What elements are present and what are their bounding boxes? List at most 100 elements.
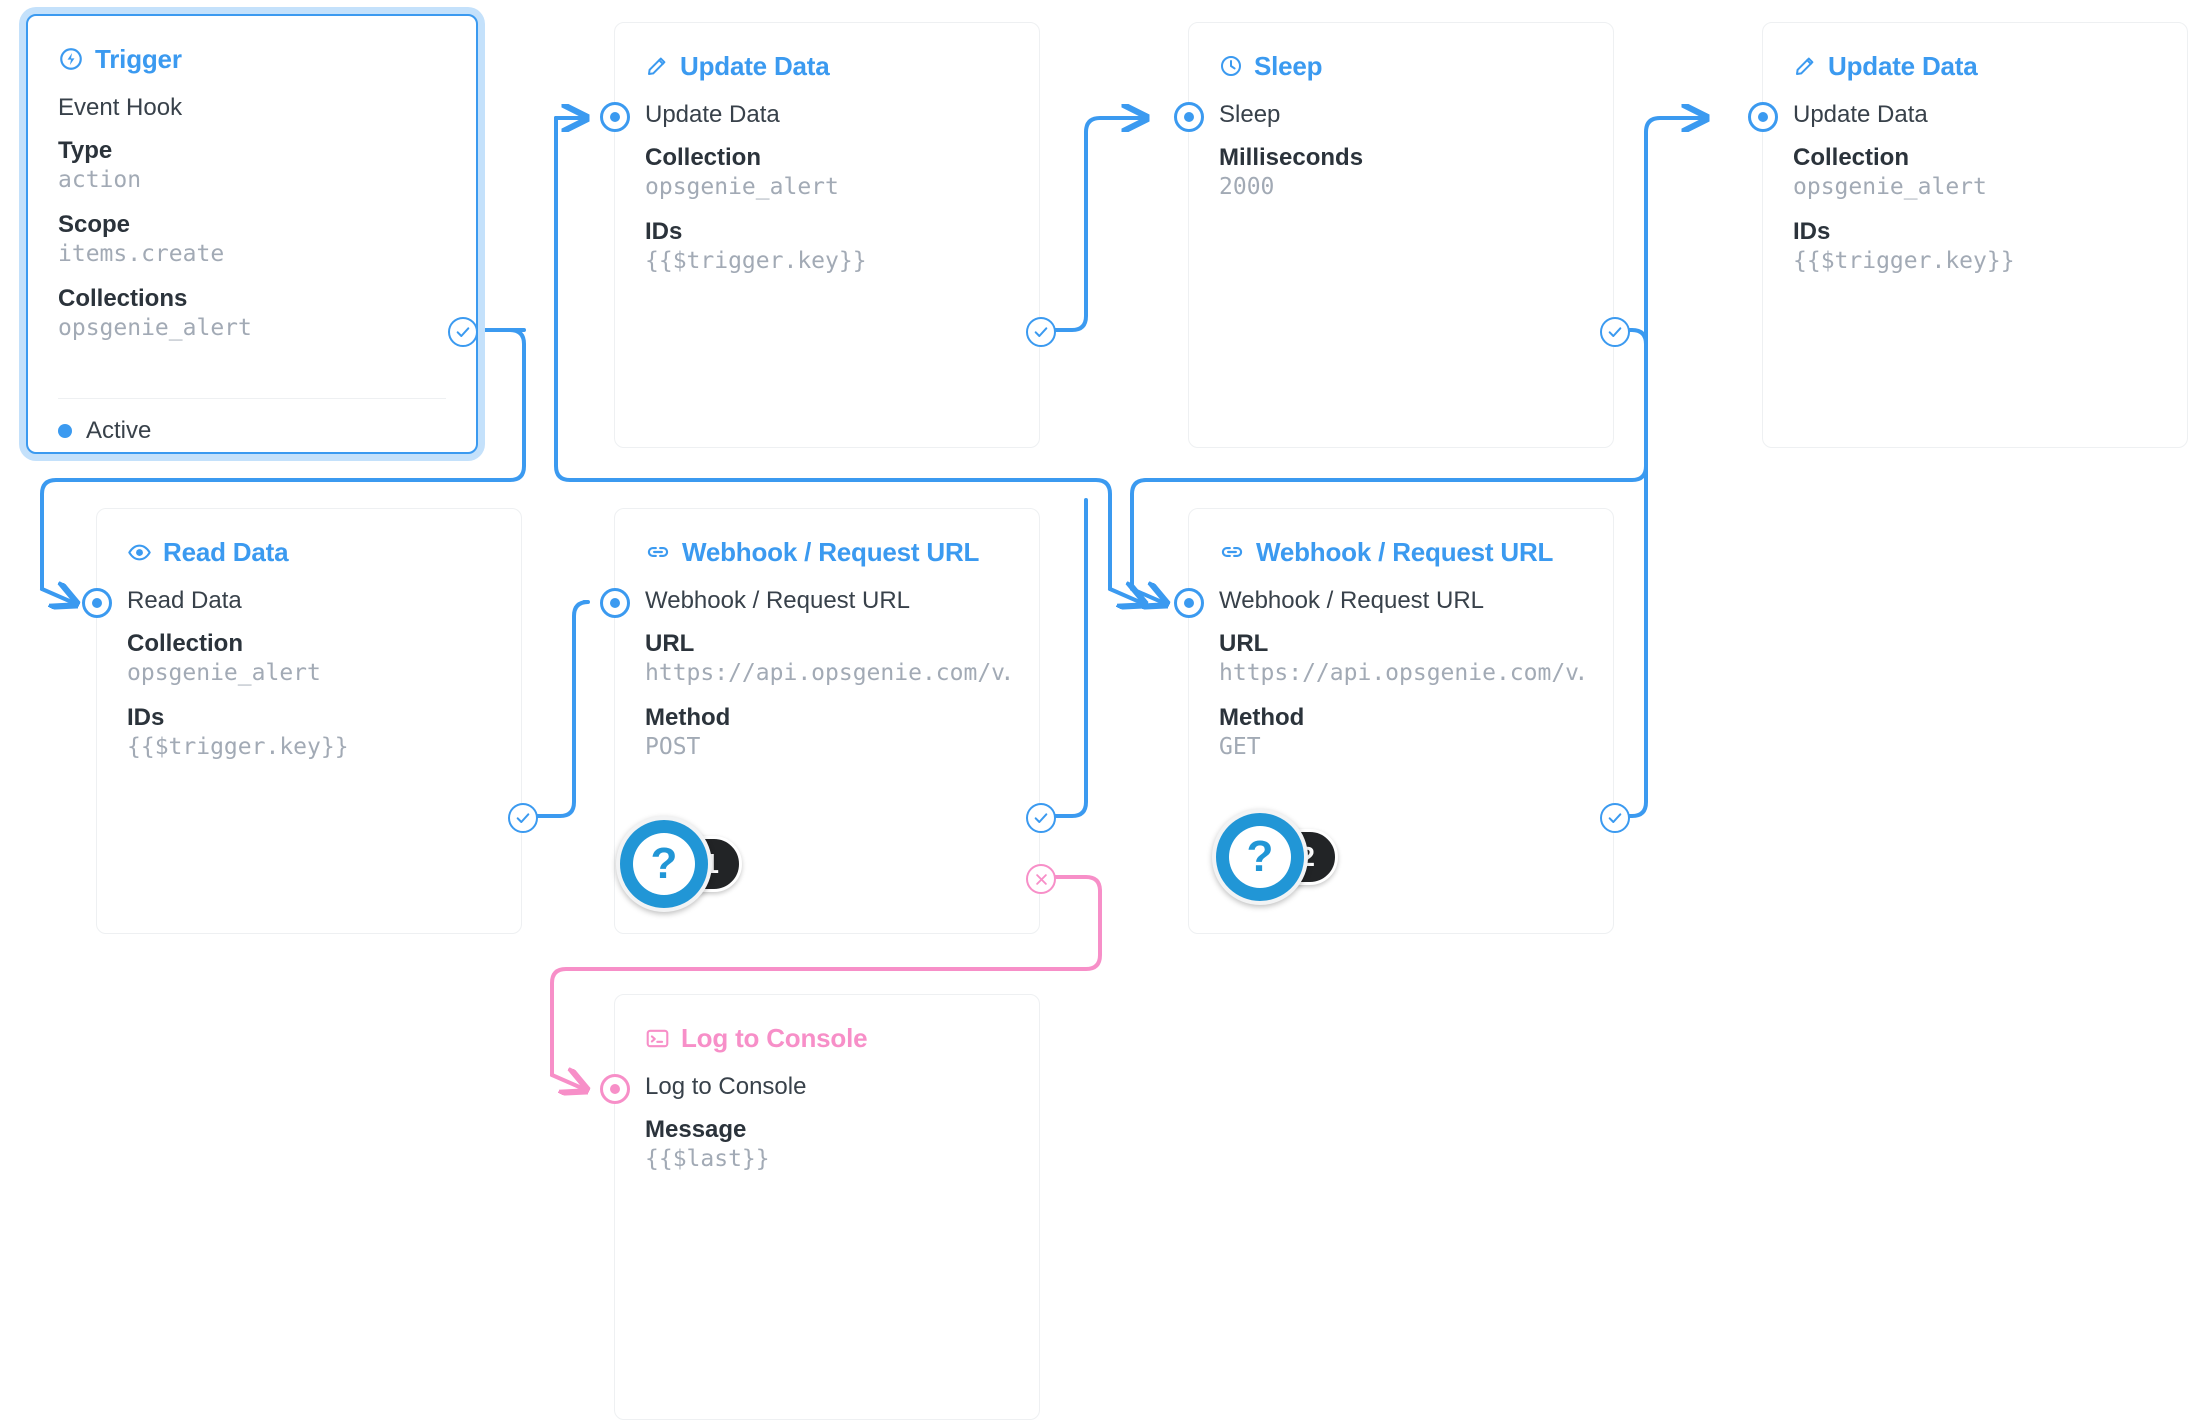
- field-value: https://api.opsgenie.com/v…: [645, 660, 1009, 687]
- help-badge-2[interactable]: 2 ?: [1212, 809, 1338, 905]
- node-card-trigger[interactable]: Trigger Event Hook Type action Scope ite…: [26, 14, 478, 454]
- log-to-console-node-name: Log to Console: [645, 1073, 807, 1100]
- question-mark-icon: ?: [633, 833, 695, 895]
- wire-arrow-read-data: [40, 589, 74, 603]
- webhook-post-title-text: Webhook / Request URL: [682, 537, 980, 567]
- sleep-card-header: Sleep: [1219, 53, 1583, 79]
- webhook-post-field-method: Method POST: [645, 703, 1009, 763]
- read-data-field-ids: IDs {{$trigger.key}}: [127, 703, 491, 763]
- update-data-1-field-ids: IDs {{$trigger.key}}: [645, 217, 1009, 277]
- check-circle-icon: [1033, 810, 1049, 826]
- wire-arrow-log-to-console: [550, 1075, 584, 1089]
- update-data-2-field-collection: Collection opsgenie_alert: [1793, 143, 2157, 203]
- check-circle-icon: [1607, 324, 1623, 340]
- field-label: URL: [645, 630, 695, 658]
- port-resolve-webhook-post[interactable]: [1026, 803, 1056, 833]
- webhook-get-node-name: Webhook / Request URL: [1219, 587, 1485, 614]
- field-label: Collections: [58, 285, 188, 313]
- webhook-post-card-header: Webhook / Request URL: [645, 539, 1009, 565]
- field-value: {{$trigger.key}}: [1793, 248, 2015, 275]
- help-badge-1[interactable]: 1 ?: [616, 816, 742, 912]
- port-reject-webhook-post[interactable]: [1026, 864, 1056, 894]
- update-data-2-card-header: Update Data: [1793, 53, 2157, 79]
- sleep-node-name: Sleep: [1219, 101, 1281, 128]
- webhook-post-node-name: Webhook / Request URL: [645, 587, 911, 614]
- update-data-2-title-text: Update Data: [1828, 51, 1978, 81]
- port-input-update-data-1[interactable]: [600, 102, 630, 132]
- bolt-circle-icon: [58, 46, 84, 72]
- wire-webhook-post-resolve: [1038, 498, 1088, 818]
- sleep-field-milliseconds: Milliseconds 2000: [1219, 143, 1583, 203]
- check-circle-icon: [1033, 324, 1049, 340]
- port-input-webhook-post[interactable]: [600, 588, 630, 618]
- sleep-title-text: Sleep: [1254, 51, 1323, 81]
- pencil-icon: [645, 54, 669, 78]
- field-label: Message: [645, 1116, 747, 1144]
- help-badge-2-circle[interactable]: ?: [1212, 809, 1308, 905]
- help-badge-1-circle[interactable]: ?: [616, 816, 712, 912]
- field-value: POST: [645, 734, 701, 761]
- sleep-body: Sleep Sleep Milliseconds 2000: [1189, 23, 1613, 203]
- trigger-field-collections: Collections opsgenie_alert: [58, 284, 446, 344]
- read-data-field-collection: Collection opsgenie_alert: [127, 629, 491, 689]
- field-value: {{$last}}: [645, 1146, 770, 1173]
- log-to-console-body: Log to Console Log to Console Message {{…: [615, 995, 1039, 1175]
- field-label: IDs: [645, 218, 683, 246]
- update-data-1-field-collection: Collection opsgenie_alert: [645, 143, 1009, 203]
- read-data-body: Read Data Read Data Collection opsgenie_…: [97, 509, 521, 763]
- field-label: Method: [645, 704, 731, 732]
- node-card-read-data[interactable]: Read Data Read Data Collection opsgenie_…: [96, 508, 522, 934]
- update-data-2-node-name: Update Data: [1793, 101, 1928, 128]
- update-data-1-body: Update Data Update Data Collection opsge…: [615, 23, 1039, 277]
- node-card-log-to-console[interactable]: Log to Console Log to Console Message {{…: [614, 994, 1040, 1420]
- log-to-console-title-text: Log to Console: [681, 1023, 868, 1053]
- field-value: opsgenie_alert: [58, 315, 252, 342]
- field-value: https://api.opsgenie.com/v…: [1219, 660, 1583, 687]
- webhook-post-body: Webhook / Request URL Webhook / Request …: [615, 509, 1039, 763]
- webhook-get-field-url: URL https://api.opsgenie.com/v…: [1219, 629, 1583, 689]
- node-card-sleep[interactable]: Sleep Sleep Milliseconds 2000: [1188, 22, 1614, 448]
- x-circle-icon: [1034, 872, 1049, 887]
- trigger-field-type: Type action: [58, 136, 446, 196]
- port-resolve-webhook-get[interactable]: [1600, 803, 1630, 833]
- field-label: Milliseconds: [1219, 144, 1364, 172]
- wire-update-data-1-to-sleep: [1038, 118, 1144, 332]
- field-value: opsgenie_alert: [645, 174, 839, 201]
- port-input-read-data[interactable]: [82, 588, 112, 618]
- check-circle-icon: [455, 324, 471, 340]
- clock-icon: [1219, 54, 1243, 78]
- port-resolve-trigger[interactable]: [448, 317, 478, 347]
- terminal-icon: [645, 1026, 670, 1051]
- webhook-get-field-method: Method GET: [1219, 703, 1583, 763]
- node-card-update-data-1[interactable]: Update Data Update Data Collection opsge…: [614, 22, 1040, 448]
- wire-arrow-webhook-get: [1130, 589, 1164, 603]
- port-resolve-sleep[interactable]: [1600, 317, 1630, 347]
- field-label: Collection: [645, 144, 762, 172]
- port-input-webhook-get[interactable]: [1174, 588, 1204, 618]
- field-label: IDs: [127, 704, 165, 732]
- eye-icon: [127, 540, 152, 565]
- field-value: {{$trigger.key}}: [127, 734, 349, 761]
- port-input-update-data-2[interactable]: [1748, 102, 1778, 132]
- webhook-get-title-text: Webhook / Request URL: [1256, 537, 1554, 567]
- port-resolve-update-data-1[interactable]: [1026, 317, 1056, 347]
- wire-read-data-to-webhook-post: [526, 600, 590, 818]
- webhook-post-field-url: URL https://api.opsgenie.com/v…: [645, 629, 1009, 689]
- field-value: 2000: [1219, 174, 1275, 201]
- port-resolve-read-data[interactable]: [508, 803, 538, 833]
- node-card-update-data-2[interactable]: Update Data Update Data Collection opsge…: [1762, 22, 2188, 448]
- read-data-card-header: Read Data: [127, 539, 491, 565]
- field-value: opsgenie_alert: [1793, 174, 1987, 201]
- field-label: Method: [1219, 704, 1305, 732]
- trigger-status: Active: [28, 399, 476, 445]
- status-dot-icon: [58, 423, 72, 438]
- pencil-icon: [1793, 54, 1817, 78]
- link-icon: [645, 539, 671, 565]
- port-input-sleep[interactable]: [1174, 102, 1204, 132]
- read-data-node-name: Read Data: [127, 587, 242, 614]
- status-badge: Active: [86, 416, 152, 444]
- port-input-log-to-console[interactable]: [600, 1074, 630, 1104]
- wire-webhook-get-to-update-data-2: [1598, 118, 1704, 818]
- webhook-get-body: Webhook / Request URL Webhook / Request …: [1189, 509, 1613, 763]
